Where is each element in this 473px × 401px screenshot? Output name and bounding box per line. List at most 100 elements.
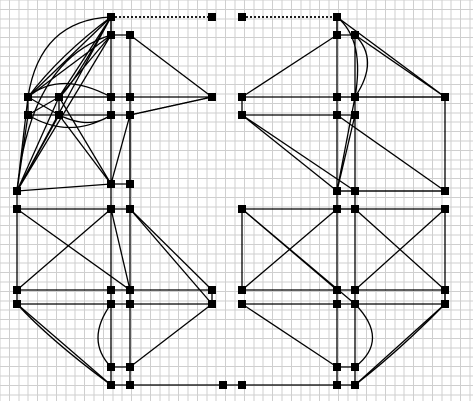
edge [16,208,112,291]
graph-node [107,381,115,389]
curved-edge [16,303,112,386]
graph-node [55,111,63,119]
graph-node [351,93,359,101]
edge [336,114,446,192]
graph-node [126,93,134,101]
graph-node [13,187,21,195]
edge [16,16,112,192]
edge [354,303,446,386]
edge [354,208,446,291]
graph-node [333,286,341,294]
graph-node [238,381,246,389]
graph-node [13,300,21,308]
node-layer [13,13,449,389]
edge [241,114,356,192]
graph-node [126,363,134,371]
graph-node [333,205,341,213]
graph-node [441,93,449,101]
graph-node [107,31,115,39]
graph-node [13,286,21,294]
graph-node [208,93,216,101]
graph-node [351,205,359,213]
graph-node [107,180,115,188]
graph-node [126,205,134,213]
graph-node [238,286,246,294]
graph-node [107,13,115,21]
graph-node [208,300,216,308]
graph-node [208,286,216,294]
edge [129,96,213,116]
graph-node [107,286,115,294]
graph-node [351,363,359,371]
graph-node [238,13,246,21]
edge [129,208,213,305]
graph-node [441,205,449,213]
graph-node [351,381,359,389]
graph-node [333,187,341,195]
graph-node [333,111,341,119]
edge [16,303,112,386]
graph-node [126,180,134,188]
graph-node [107,300,115,308]
curved-edge [27,82,112,98]
edge [336,16,446,98]
edge [27,16,112,98]
graph-node [441,286,449,294]
graph-node [333,363,341,371]
graph-node [55,93,63,101]
graph-node [13,205,21,213]
curved-edge [354,303,446,386]
edge [110,208,131,291]
graph-node [441,187,449,195]
edge [16,208,131,291]
graph-node [107,205,115,213]
edge [16,34,112,192]
edge [129,208,213,291]
graph-node [238,205,246,213]
edge [241,34,338,98]
graph-node [126,286,134,294]
edge [110,114,131,185]
edge [58,114,112,185]
edge [129,34,213,98]
curved-edge [97,303,112,368]
graph-node [333,93,341,101]
edge [16,183,112,192]
graph-node [441,300,449,308]
edge [16,96,60,192]
graph-node [351,300,359,308]
graph-node [208,13,216,21]
curved-edge [27,16,112,98]
curved-edge [336,16,359,98]
graph-node [351,286,359,294]
graph-node [126,300,134,308]
graph-node [333,381,341,389]
edge [27,34,112,98]
graph-node [238,300,246,308]
graph-node [126,381,134,389]
curved-edge [27,16,112,98]
graph-node [351,31,359,39]
edge [27,96,60,116]
graph-node [107,93,115,101]
edge [241,114,338,192]
graph-node [333,300,341,308]
edge [241,303,338,368]
graph-node [219,381,227,389]
graph-node [107,363,115,371]
curved-edge [354,303,374,368]
graph-node [126,31,134,39]
edge-layer [16,16,446,386]
graph-node [351,187,359,195]
graph-node [333,31,341,39]
graph-node [238,93,246,101]
edge [58,96,112,185]
edge [241,208,338,291]
graph-node [351,111,359,119]
graph-node [107,111,115,119]
graph-node [333,13,341,21]
edge [129,303,213,368]
graph-node [126,111,134,119]
curved-edge [354,34,368,98]
